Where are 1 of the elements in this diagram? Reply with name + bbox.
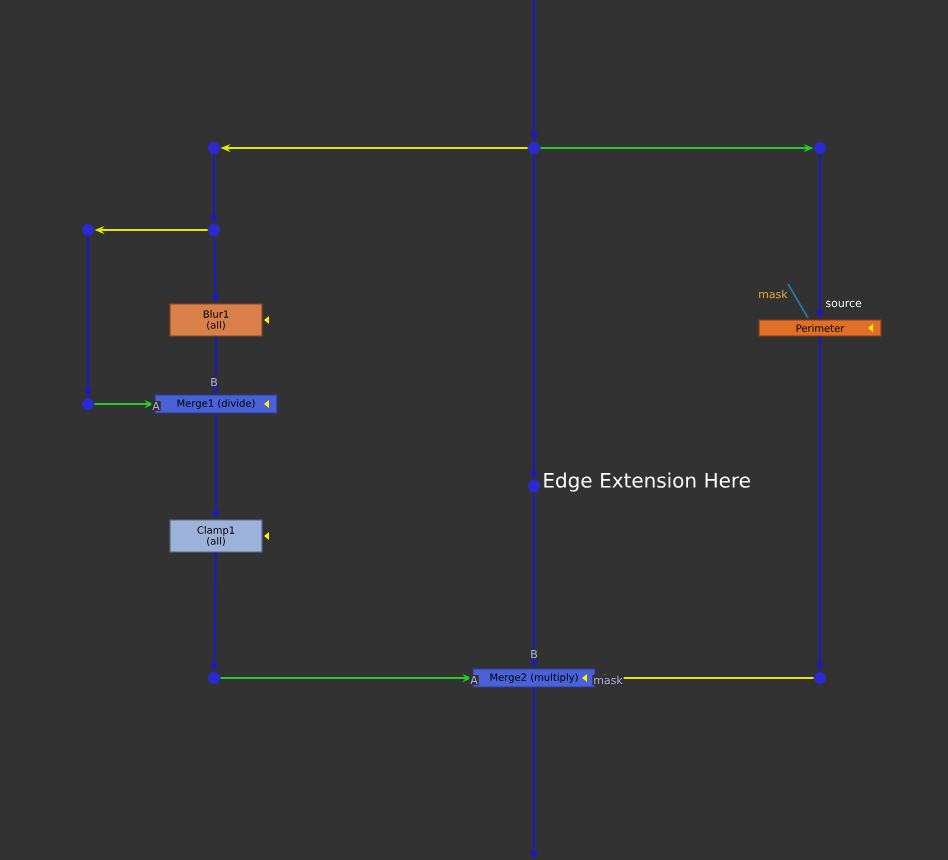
note-text: Edge Extension Here [544, 472, 750, 492]
